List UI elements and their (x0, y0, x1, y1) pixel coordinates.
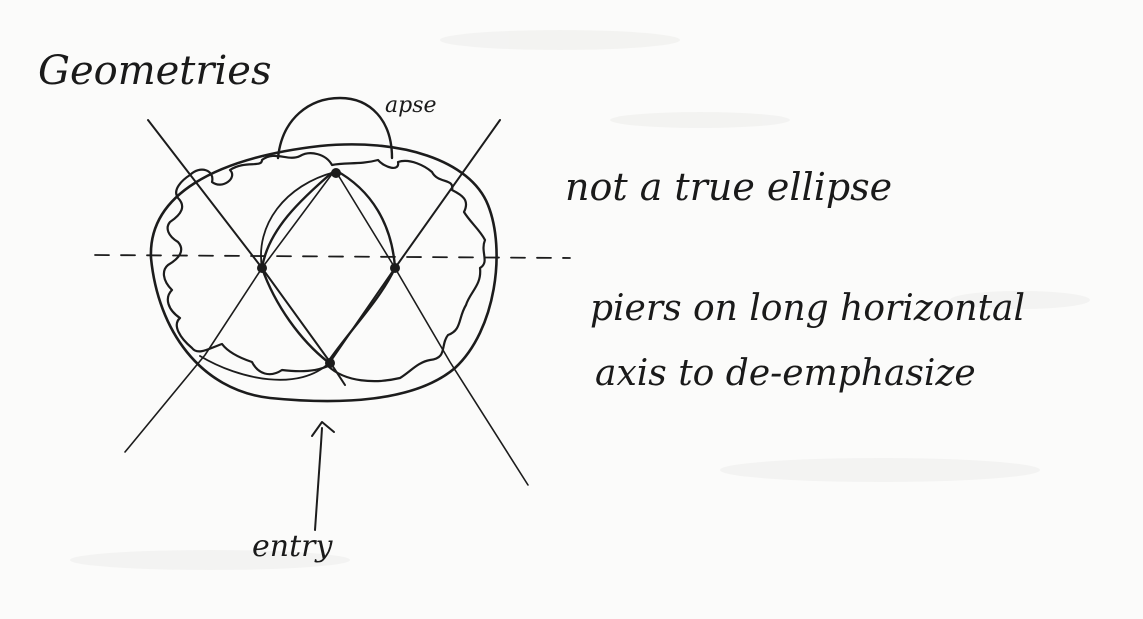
pier-dot-right (390, 263, 400, 273)
note-line-2: piers on long horizontal (590, 288, 1025, 329)
central-lens (260, 168, 397, 364)
note-line-3: axis to de-emphasize (595, 353, 976, 394)
diagonal-line-lower-left (124, 169, 336, 453)
pier-dot-bottom (325, 358, 335, 368)
diagonal-line-right-down (329, 119, 501, 363)
pier-dot-top (331, 168, 341, 178)
entry-label: entry (252, 529, 333, 564)
inner-lobe-curve (260, 171, 336, 269)
lower-arc (199, 355, 331, 381)
paper-texture (70, 30, 1090, 570)
pier-dot-left (257, 263, 267, 273)
pier-dots (257, 168, 400, 368)
entry-arrow-shaft (314, 427, 323, 531)
scalloped-inner-outline (162, 152, 487, 383)
diagonal-line-left-down (147, 119, 346, 386)
sketch-title: Geometries (38, 48, 272, 94)
note-line-1: not a true ellipse (565, 165, 892, 209)
horizontal-axis-dashed (94, 254, 571, 259)
apse-arch (276, 96, 394, 160)
apse-label: apse (385, 93, 437, 118)
diagonal-line-lower-right (334, 169, 529, 486)
outer-ellipse-outline (149, 143, 498, 403)
entry-arrow-head (311, 421, 335, 437)
